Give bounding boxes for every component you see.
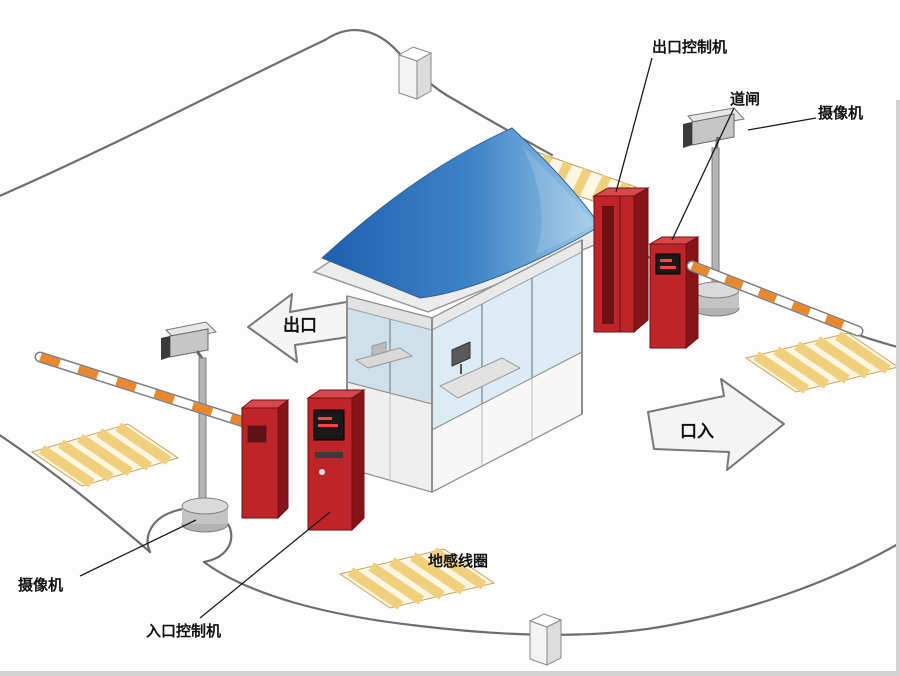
camera-lens bbox=[683, 122, 692, 148]
stripe-line bbox=[77, 433, 133, 477]
label-camera-left: 摄像机 bbox=[18, 576, 63, 594]
camera-right-assembly bbox=[683, 107, 745, 317]
leader-barrier-gate bbox=[671, 107, 735, 241]
machine-dark-band bbox=[602, 206, 614, 324]
guard-booth bbox=[346, 239, 583, 493]
box-side-face bbox=[546, 619, 562, 666]
barrier-cabinet-left bbox=[240, 398, 290, 520]
camera-left-assembly bbox=[161, 321, 229, 533]
ground-loop-stripes bbox=[753, 331, 891, 394]
cabinet-side bbox=[685, 236, 699, 350]
stripe-line bbox=[773, 346, 830, 389]
road-top-left bbox=[0, 38, 327, 198]
stripe-line bbox=[57, 439, 114, 482]
machine-side bbox=[351, 389, 365, 532]
barrier-cabinet-right bbox=[648, 236, 700, 350]
ground-loop-right bbox=[744, 331, 900, 394]
ticket-slot bbox=[315, 452, 343, 458]
stripe-line bbox=[115, 422, 172, 465]
label-ground-coil: 地感线圈 bbox=[428, 552, 488, 570]
leader-lines bbox=[79, 57, 817, 619]
label-entry-controller: 入口控制机 bbox=[146, 622, 221, 640]
ground-loop-stripes bbox=[347, 547, 487, 610]
push-button bbox=[319, 469, 325, 475]
arm-white bbox=[36, 353, 254, 428]
display-led-text bbox=[660, 259, 672, 262]
cabinet-panel bbox=[247, 425, 267, 443]
road-left bbox=[0, 434, 152, 554]
exit-arrow-text: 出口 bbox=[283, 315, 317, 336]
label-barrier-gate: 道闸 bbox=[730, 90, 760, 108]
stripe-line bbox=[96, 428, 153, 471]
interior-equipment bbox=[371, 341, 387, 357]
label-exit-controller: 出口控制机 bbox=[652, 38, 727, 56]
image-border-right bbox=[896, 100, 900, 676]
pole-base-top bbox=[181, 497, 229, 515]
entry-arrow-shape bbox=[647, 378, 785, 471]
stripe-line bbox=[389, 557, 445, 600]
stripe-line bbox=[571, 167, 592, 197]
machine-side bbox=[633, 187, 649, 334]
stripe-line bbox=[753, 351, 810, 394]
label-camera-right: 摄像机 bbox=[818, 104, 863, 122]
entry-arrow: 口入 bbox=[647, 378, 785, 471]
leader-entry-controller bbox=[199, 511, 331, 619]
ground-loop-left bbox=[30, 422, 180, 488]
roof-highlight bbox=[522, 146, 594, 254]
interior-desk-right bbox=[439, 357, 521, 399]
exit-controller-machine bbox=[592, 187, 650, 334]
cabinet-display bbox=[655, 253, 681, 275]
stripe-line bbox=[814, 336, 871, 379]
leader-exit-controller bbox=[615, 57, 653, 193]
leader-camera-right bbox=[747, 117, 817, 131]
road-bottom bbox=[202, 541, 900, 636]
stripe-line bbox=[834, 331, 891, 374]
stripe-line bbox=[430, 547, 487, 590]
interior-monitor bbox=[451, 341, 471, 367]
cabinet-front bbox=[241, 407, 279, 519]
camera-pole bbox=[198, 357, 207, 509]
arm-orange-stripes bbox=[690, 262, 860, 335]
ground-loop-stripes bbox=[38, 422, 172, 488]
stripe-line bbox=[409, 552, 466, 595]
box-side-face bbox=[416, 52, 432, 100]
booth-roof bbox=[312, 127, 614, 313]
display-led-text bbox=[318, 417, 332, 420]
cabinet-side bbox=[277, 398, 289, 520]
image-border-bottom bbox=[0, 671, 900, 676]
entry-arrow-text: 口入 bbox=[680, 422, 714, 442]
stripe-line bbox=[347, 567, 404, 610]
stripe-line bbox=[38, 445, 95, 488]
stripe-line bbox=[368, 562, 425, 605]
camera-lens bbox=[161, 336, 170, 360]
box-front-face bbox=[529, 620, 548, 666]
top-pillar-box bbox=[397, 46, 433, 100]
display-led-text bbox=[318, 424, 338, 427]
stripe-line bbox=[794, 341, 850, 384]
bottom-pillar-box bbox=[528, 613, 563, 666]
barrier-arm-right bbox=[686, 260, 864, 337]
leader-camera-left bbox=[79, 519, 197, 577]
entry-controller-machine bbox=[306, 389, 366, 532]
display-led-text bbox=[660, 266, 676, 269]
barrier-arm-left bbox=[34, 351, 256, 430]
box-front-face bbox=[398, 54, 418, 100]
ground-loop-bottom bbox=[338, 547, 496, 610]
